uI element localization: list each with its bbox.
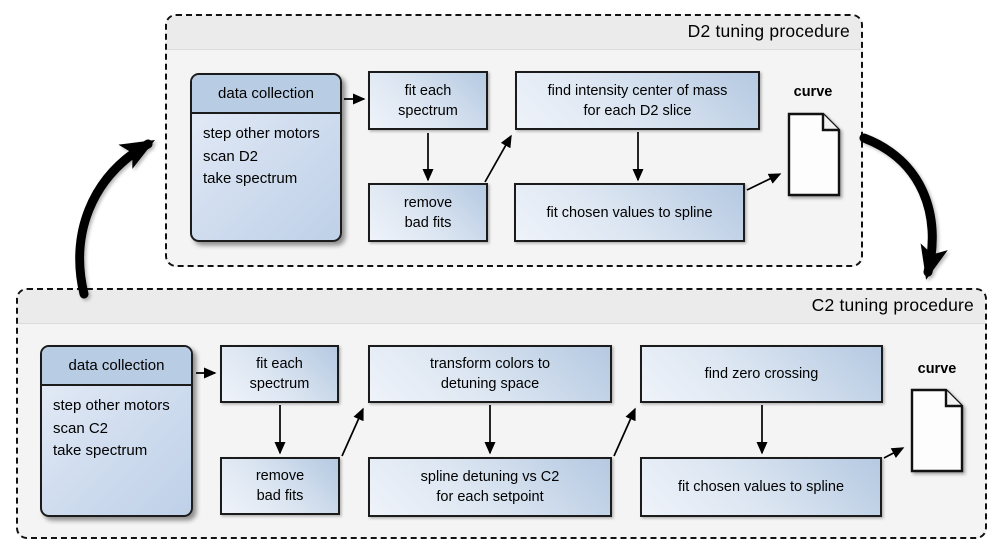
d2-data-collection-box: data collection step other motors scan D… [190, 73, 342, 242]
c2-step-spline-detuning: spline detuning vs C2 for each setpoint [368, 457, 612, 517]
d2-step-fit-each-spectrum: fit each spectrum [368, 71, 488, 130]
c2-data-collection-box: data collection step other motors scan C… [40, 345, 193, 517]
c2-step-fit-spline: fit chosen values to spline [640, 457, 882, 517]
c2-curve-label: curve [917, 361, 957, 377]
c2-step-fit-each-spectrum-label: fit each spectrum [249, 356, 310, 392]
c2-step-transform-colors: transform colors to detuning space [368, 345, 612, 403]
c2-step-fit-each-spectrum: fit each spectrum [220, 345, 339, 403]
d2-step-fit-spline: fit chosen values to spline [514, 183, 745, 242]
d2-step-fit-each-spectrum-label: fit each spectrum [398, 82, 458, 119]
c2-curve-document-icon [910, 388, 964, 473]
c2-step-remove-bad-fits-label: remove bad fits [255, 468, 305, 504]
d2-data-collection-header: data collection [192, 75, 340, 114]
d2-step-fit-spline-label: fit chosen values to spline [546, 204, 713, 221]
c2-panel-titlebar: C2 tuning procedure [18, 290, 985, 324]
c2-data-collection-body: step other motors scan C2 take spectrum [53, 397, 170, 459]
c2-step-find-zero-crossing-label: find zero crossing [704, 366, 819, 382]
c2-step-remove-bad-fits: remove bad fits [220, 457, 340, 515]
c2-step-find-zero-crossing: find zero crossing [640, 345, 883, 403]
d2-step-remove-bad-fits: remove bad fits [368, 183, 488, 242]
d2-panel-titlebar: D2 tuning procedure [167, 16, 861, 50]
d2-data-collection-body: step other motors scan D2 take spectrum [203, 125, 320, 187]
c2-panel-title: C2 tuning procedure [811, 295, 974, 315]
d2-step-remove-bad-fits-label: remove bad fits [403, 194, 453, 231]
d2-step-find-intensity-com-label: find intensity center of mass for each D… [547, 82, 728, 119]
arrow-d2-to-c2-loop [859, 133, 948, 280]
d2-panel-title: D2 tuning procedure [687, 21, 850, 41]
c2-step-spline-detuning-label: spline detuning vs C2 for each setpoint [420, 469, 560, 505]
c2-step-fit-spline-label: fit chosen values to spline [677, 479, 845, 495]
d2-curve-document-icon [787, 112, 841, 197]
c2-data-collection-header: data collection [42, 347, 191, 386]
arrow-c2-to-d2-loop [75, 139, 155, 299]
d2-curve-label: curve [793, 84, 833, 100]
c2-step-transform-colors-label: transform colors to detuning space [429, 356, 551, 392]
d2-step-find-intensity-com: find intensity center of mass for each D… [515, 71, 760, 130]
